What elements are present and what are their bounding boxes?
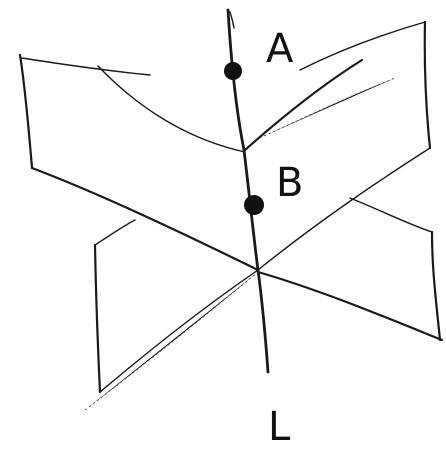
- upper-plane-fold-curve: [97, 65, 246, 153]
- lower-plane: [84, 197, 444, 411]
- label-a: A: [266, 26, 294, 72]
- point-b-dot: [244, 195, 264, 215]
- label-l: L: [268, 404, 291, 450]
- point-a-dot: [224, 62, 242, 80]
- upper-plane-bottom-edge: [30, 166, 260, 272]
- upper-plane-top-left-edge: [21, 57, 151, 76]
- lower-plane-right-edge: [256, 270, 444, 342]
- lower-plane-hidden-diagonal: [84, 271, 259, 411]
- lower-plane-upper-right-edge: [349, 197, 433, 233]
- upper-plane-left-edge: [18, 53, 34, 170]
- lower-plane-far-right-edge: [430, 230, 442, 342]
- upper-plane-right-rising-edge: [243, 58, 364, 152]
- lower-plane-diagonal-edge: [99, 269, 259, 393]
- upper-plane-top-right-edge: [299, 21, 426, 71]
- lower-plane-left-edge: [93, 243, 102, 394]
- lower-plane-top-left-edge: [94, 219, 136, 246]
- line-l-top-tick: [229, 11, 235, 29]
- upper-plane-right-edge: [423, 20, 432, 150]
- upper-plane: [18, 20, 432, 272]
- upper-plane-hidden-line: [254, 77, 396, 141]
- label-b: B: [276, 160, 303, 206]
- upper-plane-lower-right-edge: [257, 147, 431, 271]
